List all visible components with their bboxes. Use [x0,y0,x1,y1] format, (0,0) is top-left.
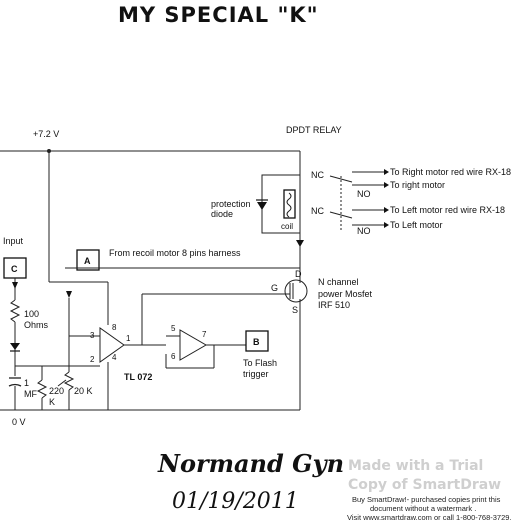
box-b-caption-2: trigger [243,369,269,379]
opamp-2 [179,329,208,361]
opamp-pin-1: 1 [126,334,131,343]
opamp-1 [99,327,125,363]
relay-title: DPDT RELAY [286,125,342,135]
mosfet-pin-d: D [295,269,302,279]
watermark-small-2: document without a watermark . [370,504,476,513]
r1-label-1: 100 [24,309,39,319]
opamp-pin-2: 2 [90,355,95,364]
protection-diode-label-2: diode [211,209,233,219]
input-arrow [12,282,18,289]
relay-contact-a [329,175,353,183]
output-arrow-4 [384,222,389,228]
opamp-pin-4: 4 [112,353,117,362]
supply-label: +7.2 V [33,129,59,139]
cap-label-1: 1 [24,378,29,388]
motor-output-2: To right motor [390,180,445,190]
resistor-220k [36,379,48,399]
box-c-letter: C [11,264,18,274]
opamp-pin-8: 8 [112,323,117,332]
watermark-small-3: Visit www.smartdraw.com or call 1-800-76… [347,513,512,522]
input-diode [10,343,20,350]
ground-label: 0 V [12,417,26,427]
box-a-letter: A [84,256,91,266]
capacitor-plate-bottom [8,383,22,387]
mosfet-line-1: N channel [318,277,359,287]
box-a-caption: From recoil motor 8 pins harness [109,248,241,258]
motor-output-3: To Left motor red wire RX-18 [390,205,505,215]
box-b-letter: B [253,337,260,347]
watermark-line-2: Copy of SmartDraw [348,477,501,493]
nc-bottom-label: NC [311,206,324,216]
mosfet-pin-g: G [271,283,278,293]
box-b-caption-1: To Flash [243,358,277,368]
output-arrow-3 [384,207,389,213]
diagram-title: MY SPECIAL "K" [118,3,319,27]
relay-coil [283,189,296,219]
relay-contact-b [329,211,353,219]
pot-wiper [57,379,67,387]
pot-top-arrow [66,291,72,298]
mosfet-line-2: power Mosfet [318,289,373,299]
protection-diode-label-1: protection [211,199,251,209]
cap-label-2: MF [24,389,37,399]
r1-label-2: Ohms [24,320,49,330]
opamp-pin-5: 5 [171,324,176,333]
motor-output-1: To Right motor red wire RX-18 [390,167,511,177]
nc-top-label: NC [311,170,324,180]
input-label: Input [3,236,24,246]
watermark-small-1: Buy SmartDraw!- purchased copies print t… [352,495,501,504]
no-bottom-label: NO [357,226,371,236]
mosfet-symbol [284,279,308,303]
box-a [76,249,100,271]
watermark-line-1: Made with a Trial [348,458,483,474]
date: 01/19/2011 [172,489,299,514]
mosfet-line-3: IRF 510 [318,300,350,310]
opamp-chip-label: TL 072 [124,372,152,382]
box-b [245,330,269,352]
signature: Normand Gyn [157,449,344,478]
resistor-100-ohms [9,299,21,323]
pot-label: 20 K [74,386,93,396]
opamp-pin-6: 6 [171,352,176,361]
mosfet-pin-s: S [292,305,298,315]
opamp-pin-7: 7 [202,330,207,339]
r2-label-2: K [49,397,55,407]
output-arrow-1 [384,169,389,175]
protection-diode-symbol [257,202,267,210]
output-arrow-2 [384,182,389,188]
no-top-label: NO [357,189,371,199]
potentiometer-20k [63,371,75,391]
coil-label: coil [281,222,293,231]
coil-winding [286,192,292,218]
r2-label-1: 220 [49,386,64,396]
drain-arrow [296,240,304,247]
motor-output-4: To Left motor [390,220,443,230]
